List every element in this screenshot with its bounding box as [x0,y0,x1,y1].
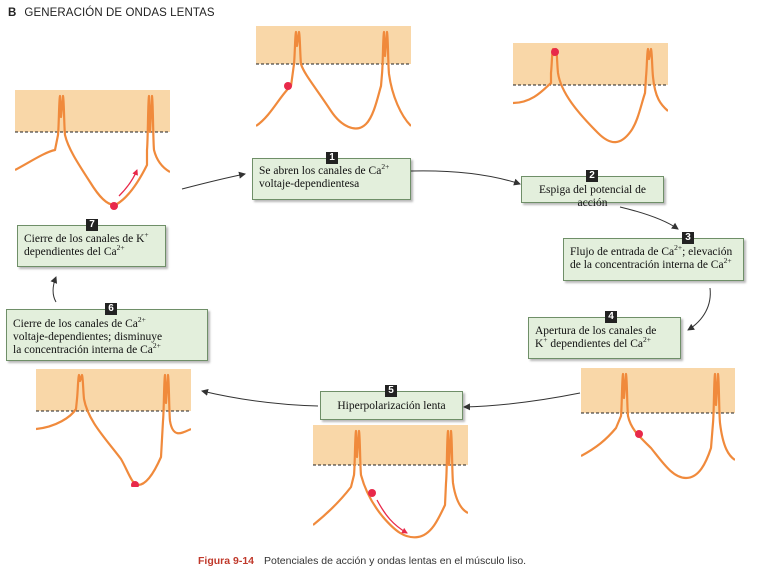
slow-wave-trace [256,30,411,130]
step-4-number: 4 [605,311,617,323]
arrow-5-to-6 [201,388,319,407]
step-2-box: 2 Espiga del potencial de acción [521,170,664,209]
trajectory-arrow [118,169,138,197]
trace-panel-step-6 [36,369,191,487]
step-5-number: 5 [385,385,397,397]
step-6-number: 6 [105,303,117,315]
arrow-1-to-2 [410,170,521,186]
step-3-line-1: Flujo de entrada de Ca2+; elevación [570,243,733,258]
step-2-number: 2 [586,170,598,182]
slow-wave-trace [513,47,668,144]
arrow-7-to-1 [181,171,246,190]
step-1-line-2: voltaje-dependientesa [259,178,360,190]
step-6-line-1: Cierre de los canales de Ca2+ [13,315,146,330]
slow-wave-trace [36,373,191,487]
trace-panel-step-4 [581,368,735,491]
depolarized-zone [15,90,170,132]
state-marker [284,82,292,90]
arrow-2-to-3 [619,206,679,230]
trace-panel-step-5 [313,425,468,545]
trajectory-arrow [376,499,408,534]
step-6-line-2: voltaje-dependientes; disminuye [13,331,163,343]
trace-panel-step-1 [256,26,411,140]
panel-letter: B [8,7,17,19]
state-marker [551,48,559,56]
trace-panel-step-7 [15,90,170,211]
step-6-line-3: la concentración interna de Ca2+ [13,341,161,356]
step-4-line-2: K+ dependientes del Ca2+ [535,335,652,350]
arrow-3-to-4 [687,287,711,331]
step-5-line-1: Hiperpolarización lenta [337,400,446,412]
figure-number: Figura 9-14 [198,555,255,567]
step-6-box: 6 Cierre de los canales de Ca2+ voltaje-… [6,303,208,361]
state-marker [635,430,643,438]
step-1-line-1: Se abren los canales de Ca2+ [259,162,390,177]
figure-caption: Figura 9-14 Potenciales de acción y ondas… [198,555,526,567]
state-marker [110,202,118,210]
panel-title: GENERACIÓN DE ONDAS LENTAS [24,7,215,19]
step-4-box: 4 Apertura de los canales de K+ dependie… [528,311,681,359]
trace-panel-step-2 [513,43,668,163]
figure-heading: B GENERACIÓN DE ONDAS LENTAS [8,7,215,19]
step-5-box: 5 Hiperpolarización lenta [320,385,463,420]
arrow-6-to-7 [50,276,58,303]
depolarized-zone [581,368,735,413]
step-7-line-2: dependientes del Ca2+ [24,243,125,258]
step-7-number: 7 [86,219,98,231]
slow-wave-trace [581,372,735,480]
slow-wave-trace [15,94,170,206]
step-3-line-2: de la concentración interna de Ca2+ [570,256,732,271]
caption-text: Potenciales de acción y ondas lentas en … [264,555,527,567]
slow-wave-trace [313,429,468,539]
depolarized-zone [513,43,668,85]
step-4-line-1: Apertura de los canales de [535,325,657,337]
state-marker [368,489,376,497]
step-1-box: 1 Se abren los canales de Ca2+ voltaje-d… [252,152,411,200]
step-2-line-1: Espiga del potencial de acción [539,184,646,209]
arrow-4-to-5 [463,392,581,411]
step-7-line-1: Cierre de los canales de K+ [24,230,149,245]
step-7-box: 7 Cierre de los canales de K+ dependient… [17,219,166,267]
step-3-box: 3 Flujo de entrada de Ca2+; elevación de… [563,232,744,281]
depolarized-zone [313,425,468,465]
step-1-number: 1 [326,152,338,164]
state-marker [131,481,139,487]
step-3-number: 3 [682,232,694,244]
